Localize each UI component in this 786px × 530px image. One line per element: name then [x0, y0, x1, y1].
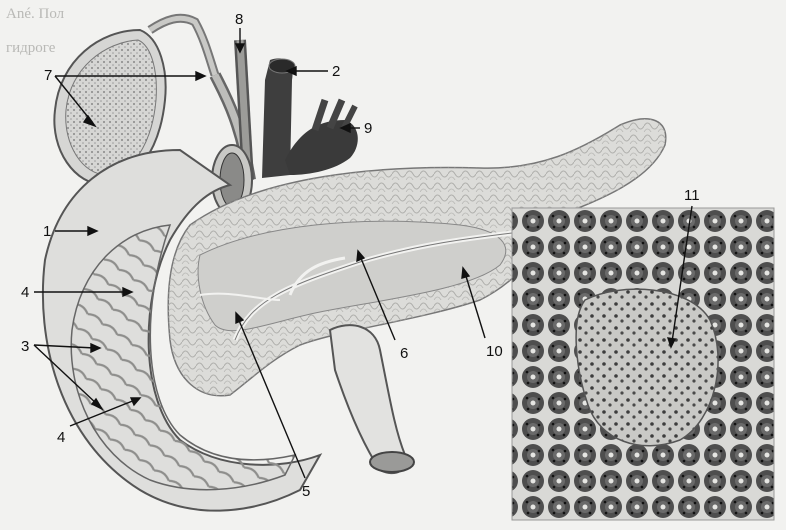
label-8: 8	[235, 11, 243, 28]
histology-inset	[512, 208, 774, 520]
label-7: 7	[44, 67, 52, 84]
label-4-lower: 4	[57, 429, 65, 446]
label-1: 1	[43, 223, 51, 240]
vessels	[262, 58, 358, 178]
label-5: 5	[302, 483, 310, 500]
label-2: 2	[332, 63, 340, 80]
label-3: 3	[21, 338, 29, 355]
background-text-fragment: Ané. Пол	[6, 6, 65, 22]
label-4-upper: 4	[21, 284, 29, 301]
label-10: 10	[486, 343, 503, 360]
pancreatic-islet	[576, 289, 718, 446]
background-text-fragment: гидроге	[6, 40, 56, 56]
label-6: 6	[400, 345, 408, 362]
label-11: 11	[684, 187, 700, 204]
label-9: 9	[364, 120, 372, 137]
